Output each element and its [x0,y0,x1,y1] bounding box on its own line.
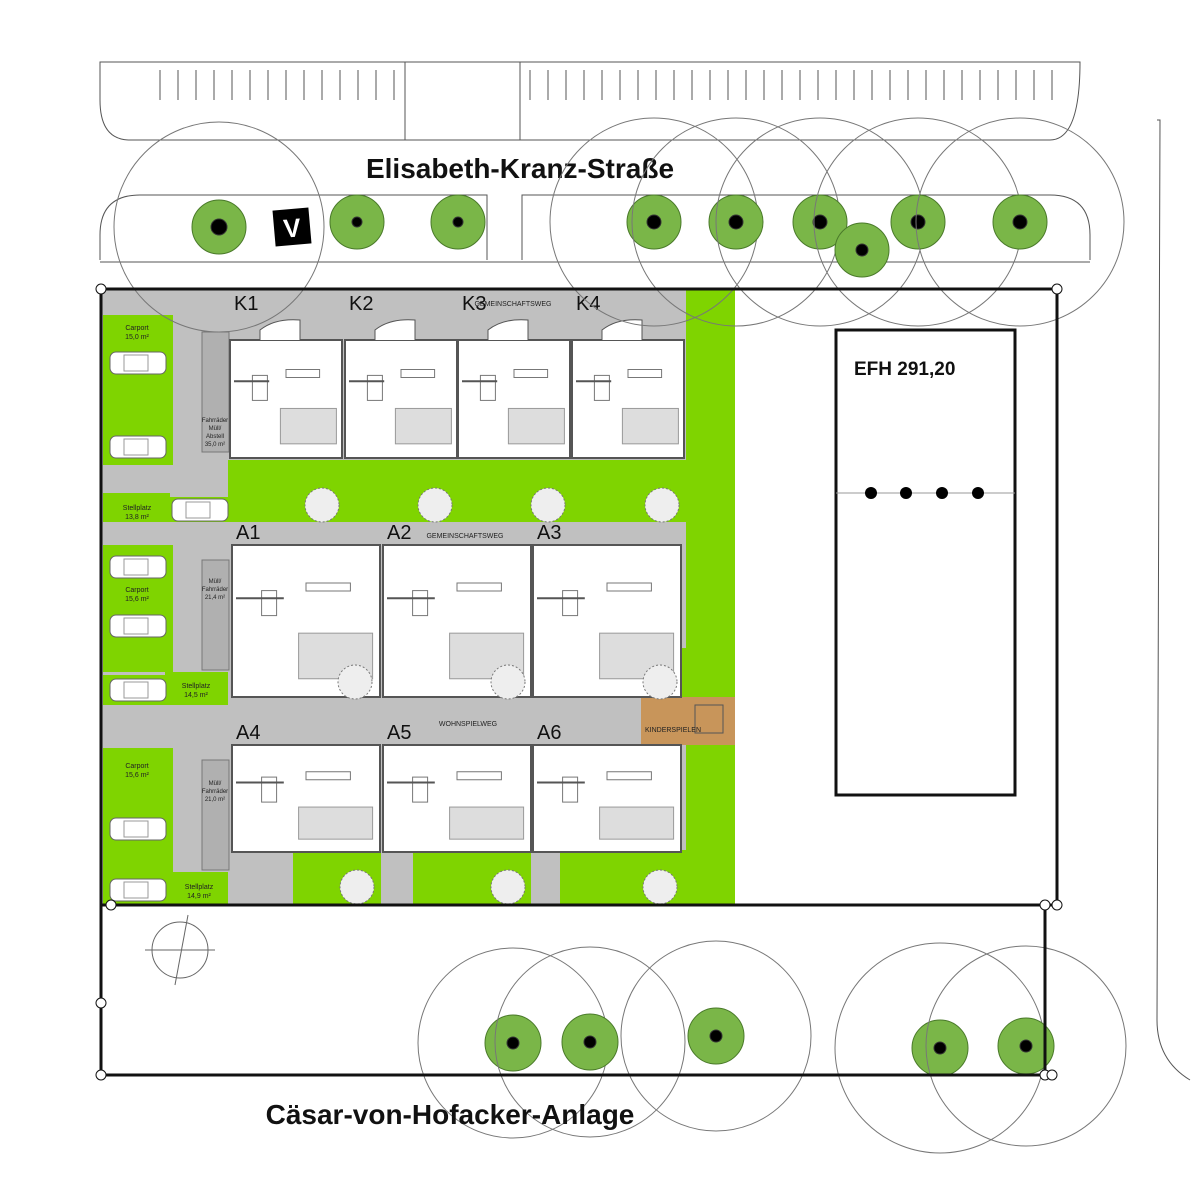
tree [834,222,890,278]
svg-text:V: V [282,212,303,243]
unit-label: K1 [234,293,258,315]
storage-label: Fahrräder [202,789,228,795]
path-label-3: WOHNSPIELWEG [439,721,497,728]
unit-label: A3 [537,522,561,544]
unit-k3: K3 [457,293,571,459]
unit-label: A5 [387,722,411,744]
unit-label: K3 [462,293,486,315]
marker-v: V [272,207,312,247]
stellplatz-label: Stellplatz [185,884,214,891]
sandbox [694,704,724,734]
garden-shrub [644,487,680,523]
garden-shrub [339,869,375,905]
stellplatz-label: Stellplatz [182,683,211,690]
stellplatz-label: 14,5 m² [184,692,208,699]
car [109,351,167,375]
path-label-1: GEMEINSCHAFTSWEG [474,301,551,308]
stellplatz-label: 14,9 m² [187,893,211,900]
unit-a6: A6 [532,722,682,853]
unit-k4: K4 [571,293,685,459]
stellplatz-label: Stellplatz [123,505,152,512]
unit-label: K4 [576,293,600,315]
carport-label: Carport [125,325,148,332]
carport-label: 15,0 m² [125,334,149,341]
car [109,555,167,579]
storage-label: Abstell [206,434,224,440]
playground-label: KINDERSPIELEN [645,727,701,734]
storage-k [201,331,230,453]
storage-label: 35,0 m² [205,442,225,448]
tree [631,117,841,327]
carport-label: 15,6 m² [125,596,149,603]
unit-label: A1 [236,522,260,544]
garden-shrub [642,664,678,700]
car [109,678,167,702]
garden-shrub [642,869,678,905]
carport-label: Carport [125,763,148,770]
unit-k2: K2 [344,293,458,459]
efh-label: EFH 291,20 [854,359,955,380]
storage-label: Müll/ [209,781,222,787]
storage-label: Fahrräder [202,587,228,593]
storage-label: Müll/ [209,579,222,585]
lawn-strip [686,289,735,905]
garden-shrub [337,664,373,700]
tree [620,940,812,1132]
unit-label: A6 [537,722,561,744]
tree [417,947,609,1139]
tree [715,117,925,327]
unit-a4: A4 [231,722,381,853]
unit-k1: K1 [229,293,343,459]
garden-shrub [530,487,566,523]
garden-shrub [490,869,526,905]
east-boundary-line [1156,119,1191,1081]
compass [145,914,215,986]
car [109,435,167,459]
tree [329,194,385,250]
north-street [99,61,1091,263]
car [109,878,167,902]
tree [494,946,686,1138]
storage-label: 21,4 m² [205,595,225,601]
car [109,614,167,638]
carport-label: 15,6 m² [125,772,149,779]
storage-a-top [201,559,230,671]
garden-shrub [490,664,526,700]
boundary-markers [95,283,1063,1081]
garden-shrub [304,487,340,523]
tree [430,194,486,250]
storage-label: Fahrräder [202,418,228,424]
south-street-name: Cäsar-von-Hofacker-Anlage [266,1099,635,1130]
tree [813,117,1023,327]
tree [113,121,325,333]
car [109,817,167,841]
unit-a5: A5 [382,722,532,853]
path-label-2: GEMEINSCHAFTSWEG [426,533,503,540]
stellplatz-label: 13,8 m² [125,514,149,521]
carport-label: Carport [125,587,148,594]
car [171,498,229,522]
storage-label: Müll/ [209,426,222,432]
north-street-name: Elisabeth-Kranz-Straße [366,153,674,184]
unit-label: A4 [236,722,260,744]
tree [925,945,1127,1147]
fence-posts [865,487,984,499]
unit-label: A2 [387,522,411,544]
storage-label: 21,0 m² [205,797,225,803]
unit-label: K2 [349,293,373,315]
playground [641,697,735,745]
tree [915,117,1125,327]
unit-a2: A2 [382,522,532,698]
garden-shrub [417,487,453,523]
efh-building [834,328,1017,797]
storage-a-bottom [201,759,230,871]
